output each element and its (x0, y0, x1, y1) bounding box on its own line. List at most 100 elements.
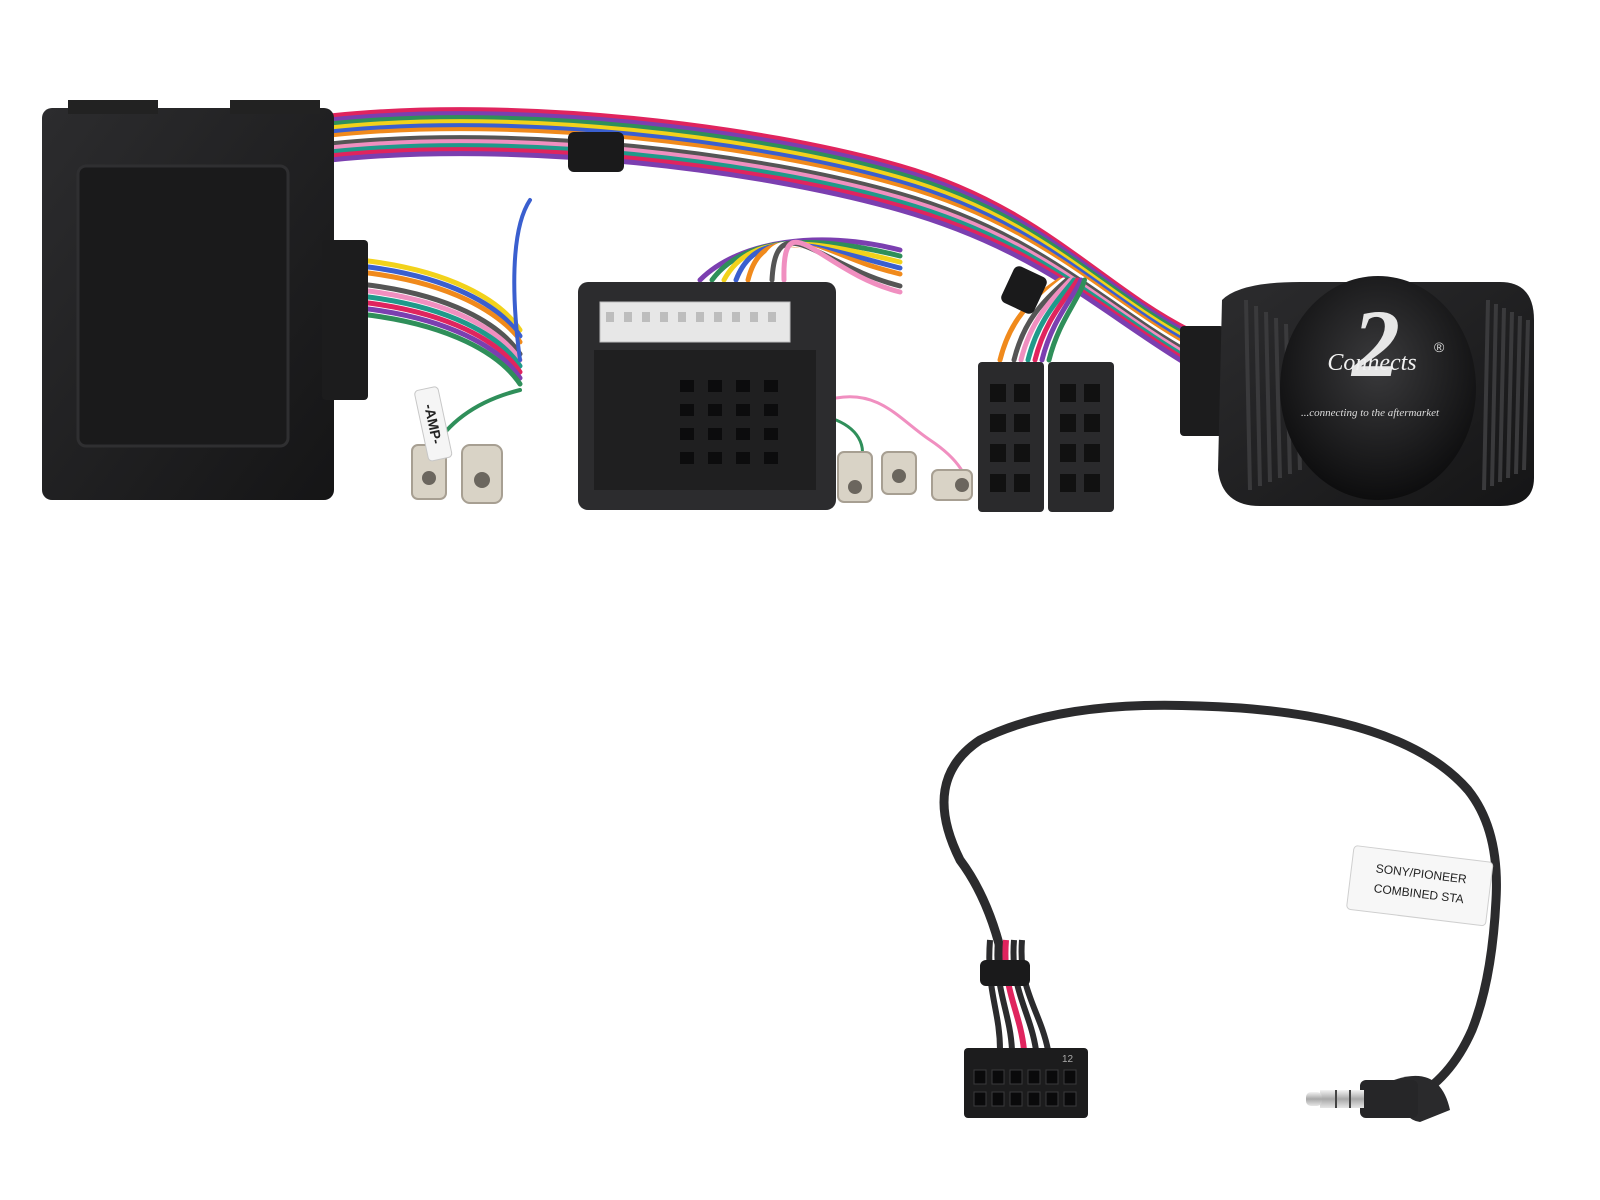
box-rib (1482, 299, 1490, 491)
box-rib (1244, 299, 1252, 491)
connector-pin (1014, 444, 1030, 462)
wire (357, 257, 523, 333)
patch-lead: SONY/PIONEER COMBINED STA 12 (939, 700, 1501, 1122)
logo-brand: Connects (1327, 350, 1416, 376)
left-interface-box (42, 100, 368, 500)
wire (1032, 277, 1080, 363)
box-rib (1498, 307, 1506, 483)
connector-pin (732, 312, 740, 322)
stalk-interface-box: 2 Connects ® ...connecting to the afterm… (1180, 276, 1534, 506)
connector-pin (1014, 474, 1030, 492)
connector-pin (991, 1091, 1005, 1107)
wire (357, 275, 523, 351)
iso-connector-right (1048, 362, 1114, 512)
connector-pin (708, 380, 722, 392)
box-rib (1506, 311, 1514, 479)
wire (327, 139, 1193, 359)
connector-pin (764, 452, 778, 464)
logo-registered: ® (1434, 339, 1445, 355)
box-rib (1490, 303, 1498, 487)
wire (357, 299, 523, 375)
connector-pin (1084, 444, 1100, 462)
box-rib (1274, 317, 1282, 479)
wire (781, 239, 903, 295)
wire (327, 123, 1193, 347)
connector-pin (1060, 444, 1076, 462)
connector-pin (678, 312, 686, 322)
connector-pin (990, 384, 1006, 402)
wire (327, 107, 1193, 334)
connector-pin (696, 312, 704, 322)
wire (480, 398, 522, 452)
connector-pin (1084, 414, 1100, 432)
wire (327, 151, 1193, 369)
connector-pin (736, 428, 750, 440)
connector-pin (1063, 1069, 1077, 1085)
box-rib (1514, 315, 1522, 475)
connector-pin (1060, 414, 1076, 432)
connector-pin (990, 414, 1006, 432)
wire (1018, 939, 1051, 1051)
logo-tagline: ...connecting to the aftermarket (1301, 407, 1440, 419)
connector-pin (1014, 414, 1030, 432)
connector-pin (991, 1069, 1005, 1085)
connector-pin (680, 404, 694, 416)
connector-pin (1060, 384, 1076, 402)
wire (357, 269, 523, 345)
connector-pin (680, 452, 694, 464)
amp-tag: -AMP- (414, 386, 453, 462)
connector-pin (1009, 1091, 1023, 1107)
rca-connectors (411, 444, 973, 504)
connector-pin (1063, 1091, 1077, 1107)
wire (1039, 277, 1084, 363)
connector-pin (1084, 474, 1100, 492)
wire (327, 131, 1193, 353)
connector-pin (606, 312, 614, 322)
wire (1018, 277, 1073, 363)
connector-pin (680, 380, 694, 392)
connector-pin (1027, 1091, 1041, 1107)
wire (327, 143, 1193, 363)
box-rib (1254, 305, 1262, 487)
connector-pin (768, 312, 776, 322)
connector-pin (1045, 1069, 1059, 1085)
connector-pin (990, 444, 1006, 462)
wire (1002, 939, 1027, 1051)
lead-label-tag: SONY/PIONEER COMBINED STA (1346, 845, 1494, 927)
wire (327, 115, 1193, 340)
connector-pin (764, 428, 778, 440)
wire (357, 293, 523, 369)
box-rib (1264, 311, 1272, 483)
connector-pin (973, 1091, 987, 1107)
wire (357, 287, 523, 363)
connector-pin (708, 428, 722, 440)
box-rib (1522, 319, 1530, 471)
wire (1046, 277, 1087, 363)
wire (1011, 277, 1070, 363)
wire (1025, 277, 1077, 363)
wire-sleeve (568, 132, 624, 172)
connector-pin (1027, 1069, 1041, 1085)
wire (1010, 939, 1039, 1051)
wire (357, 263, 523, 339)
molex-connector: 12 (964, 939, 1088, 1118)
wire (357, 305, 523, 381)
connector-pin (1084, 384, 1100, 402)
wire (327, 127, 1193, 350)
wire (327, 119, 1193, 343)
quadlock-connector (578, 282, 836, 510)
molex-pin-label: 12 (1062, 1054, 1074, 1065)
connector-pin (1009, 1069, 1023, 1085)
wire (327, 147, 1193, 366)
wire (994, 939, 1015, 1051)
wire (357, 281, 523, 357)
connector-pin (1060, 474, 1076, 492)
wire-sleeve (980, 960, 1030, 986)
wire-sleeve (1001, 266, 1047, 314)
connector-pin (990, 474, 1006, 492)
wire (997, 277, 1063, 363)
connector-pin (624, 312, 632, 322)
wire (357, 311, 523, 387)
connector-pin (973, 1069, 987, 1085)
